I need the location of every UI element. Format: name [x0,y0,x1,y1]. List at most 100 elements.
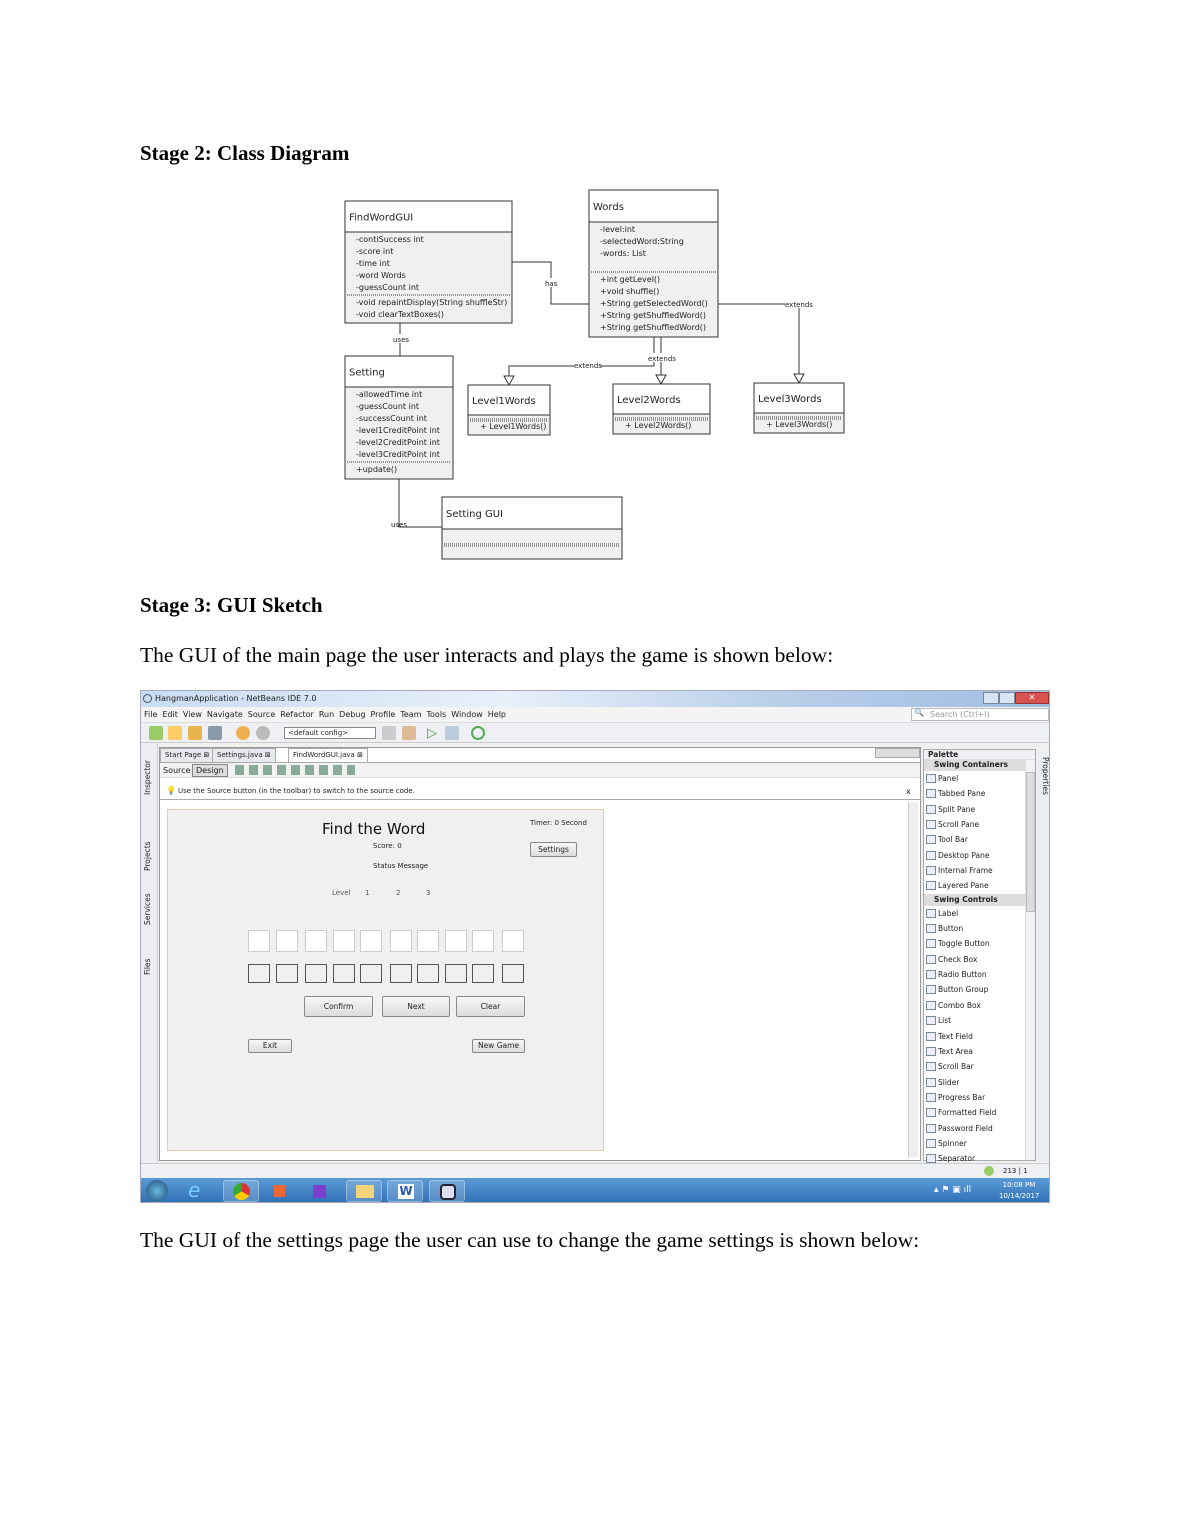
shuffled-letter-field[interactable] [417,930,439,952]
palette-item-separator[interactable]: Separator [924,1151,1035,1166]
shuffled-letter-field[interactable] [305,930,327,952]
menu-file[interactable]: File [144,710,158,719]
menu-edit[interactable]: Edit [162,710,178,719]
design-tools-icon[interactable] [235,765,355,775]
palette-item-split-pane[interactable]: Split Pane [924,802,1035,817]
save-all-icon[interactable] [208,726,222,740]
menu-team[interactable]: Team [400,710,422,719]
guess-letter-field[interactable] [417,964,439,983]
menu-view[interactable]: View [182,710,202,719]
menu-source[interactable]: Source [247,710,276,719]
profile-icon[interactable] [471,726,485,740]
settings-button[interactable]: Settings [530,842,577,857]
palette-item-toggle-button[interactable]: Toggle Button [924,936,1035,951]
side-tab-projects[interactable]: Projects [143,841,152,871]
editor-tab[interactable]: Settings.java ⊠ [212,748,276,762]
undo-icon[interactable] [236,726,250,740]
palette-item-formatted-field[interactable]: Formatted Field [924,1105,1035,1120]
palette-item-radio-button[interactable]: Radio Button [924,967,1035,982]
source-button[interactable]: Source [163,766,191,775]
palette-item-layered-pane[interactable]: Layered Pane [924,878,1035,893]
clear-button[interactable]: Clear [456,996,525,1017]
maximize-button[interactable] [999,692,1015,704]
guess-letter-field[interactable] [472,964,494,983]
shuffled-letter-field[interactable] [248,930,270,952]
editor-tab[interactable]: Start Page ⊠ [160,748,215,762]
palette-item-spinner[interactable]: Spinner [924,1136,1035,1151]
palette-item-text-field[interactable]: Text Field [924,1029,1035,1044]
start-button[interactable] [146,1180,168,1202]
shuffled-letter-field[interactable] [333,930,355,952]
run-icon[interactable]: ▷ [427,726,437,741]
palette-item-scroll-bar[interactable]: Scroll Bar [924,1059,1035,1074]
netbeans-taskbar-icon[interactable] [429,1180,465,1202]
guess-letter-field[interactable] [360,964,382,983]
hint-close-button[interactable]: x [906,787,911,796]
editor-tab[interactable]: FindWordGUI.java ⊠ [288,748,368,762]
palette-item-check-box[interactable]: Check Box [924,952,1035,967]
palette-item-label[interactable]: Label [924,906,1035,921]
guess-letter-field[interactable] [390,964,412,983]
minimize-button[interactable] [983,692,999,704]
new-game-button[interactable]: New Game [472,1039,525,1053]
palette-item-password-field[interactable]: Password Field [924,1121,1035,1136]
menu-window[interactable]: Window [451,710,483,719]
close-button[interactable]: ✕ [1015,692,1049,704]
palette-item-progress-bar[interactable]: Progress Bar [924,1090,1035,1105]
editor-scrollbar[interactable] [908,802,918,1157]
palette-item-panel[interactable]: Panel [924,771,1035,786]
clean-build-icon[interactable] [402,726,416,740]
guess-letter-field[interactable] [276,964,298,983]
confirm-button[interactable]: Confirm [304,996,373,1017]
properties-tab[interactable]: Properties [1041,757,1050,795]
tab-close-icon[interactable]: ⊠ [262,751,271,759]
guess-letter-field[interactable] [502,964,524,983]
palette-item-scroll-pane[interactable]: Scroll Pane [924,817,1035,832]
shuffled-letter-field[interactable] [472,930,494,952]
side-tab-inspector[interactable]: Inspector [143,760,152,795]
level-2[interactable]: 2 [396,889,401,897]
guess-letter-field[interactable] [305,964,327,983]
visual-studio-icon[interactable] [301,1180,337,1202]
palette-item-internal-frame[interactable]: Internal Frame [924,863,1035,878]
palette-item-text-area[interactable]: Text Area [924,1044,1035,1059]
menu-run[interactable]: Run [318,710,335,719]
tab-close-icon[interactable]: ⊠ [201,751,210,759]
palette-item-button-group[interactable]: Button Group [924,982,1035,997]
menu-navigate[interactable]: Navigate [206,710,243,719]
search-input[interactable]: Search (Ctrl+I) [911,708,1049,721]
palette-item-tool-bar[interactable]: Tool Bar [924,832,1035,847]
shuffled-letter-field[interactable] [360,930,382,952]
design-button[interactable]: Design [192,764,228,777]
menu-tools[interactable]: Tools [426,710,447,719]
config-dropdown[interactable]: <default config> [284,727,376,739]
next-button[interactable]: Next [382,996,450,1017]
shuffled-letter-field[interactable] [445,930,467,952]
side-tab-services[interactable]: Services [143,893,152,925]
guess-letter-field[interactable] [445,964,467,983]
palette-item-desktop-pane[interactable]: Desktop Pane [924,848,1035,863]
tray-icons[interactable]: ▴ ⚑ ▣ ıll [934,1185,972,1195]
menu-debug[interactable]: Debug [339,710,366,719]
chrome-icon[interactable] [223,1180,259,1202]
new-project-icon[interactable] [168,726,182,740]
new-file-icon[interactable] [149,726,163,740]
build-icon[interactable] [382,726,396,740]
guess-letter-field[interactable] [333,964,355,983]
word-icon[interactable]: W [387,1180,423,1202]
file-explorer-icon[interactable] [346,1180,382,1202]
tab-close-icon[interactable]: ⊠ [354,751,363,759]
internet-explorer-icon[interactable]: e [188,1178,201,1202]
tab-navigation-buttons[interactable] [875,748,920,758]
media-player-icon[interactable] [261,1180,297,1202]
palette-item-combo-box[interactable]: Combo Box [924,998,1035,1013]
shuffled-letter-field[interactable] [276,930,298,952]
debug-icon[interactable] [445,726,459,740]
palette-scrollbar[interactable] [1025,760,1035,1160]
menu-help[interactable]: Help [487,710,507,719]
level-3[interactable]: 3 [426,889,431,897]
shuffled-letter-field[interactable] [502,930,524,952]
exit-button[interactable]: Exit [248,1039,292,1053]
palette-group-swing-controls[interactable]: Swing Controls [924,893,1035,906]
palette-item-button[interactable]: Button [924,921,1035,936]
